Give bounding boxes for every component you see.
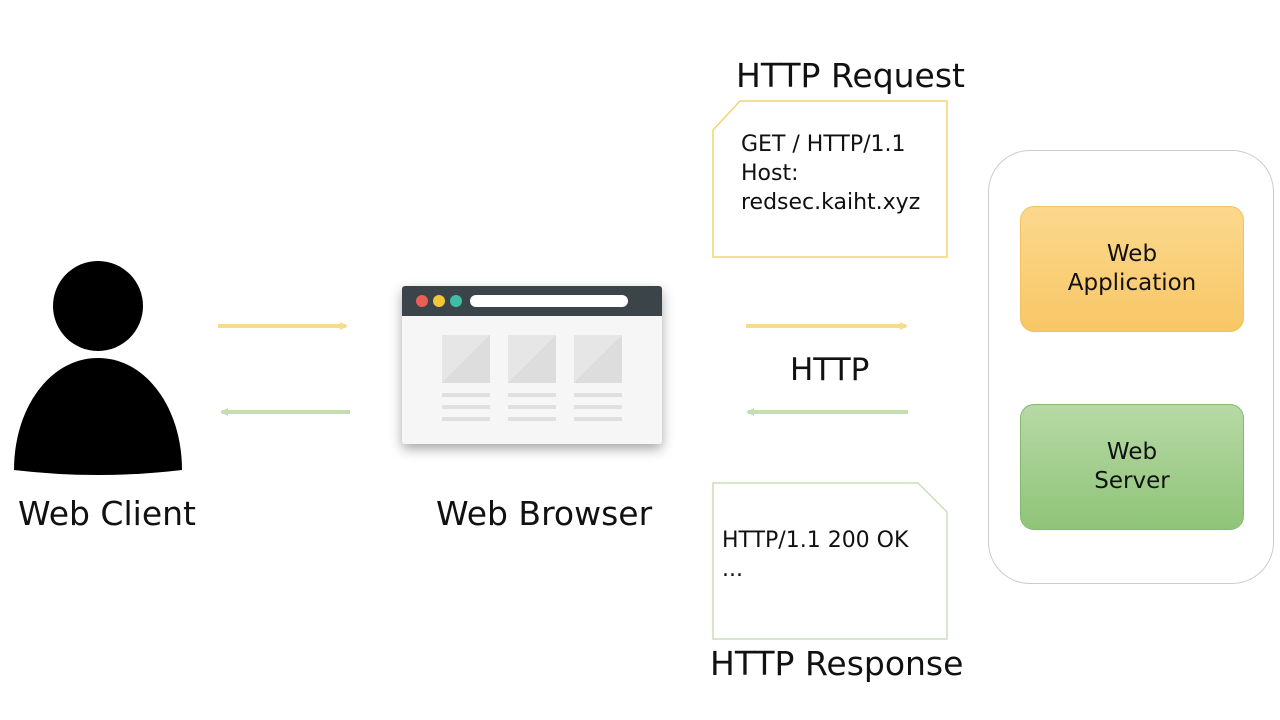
request-text: GET / HTTP/1.1 Host: redsec.kaiht.xyz bbox=[741, 130, 920, 217]
response-text: HTTP/1.1 200 OK ... bbox=[722, 526, 908, 584]
web-server-label-line1: Web bbox=[1106, 439, 1158, 465]
close-dot-icon bbox=[416, 295, 428, 307]
content-line bbox=[508, 393, 556, 397]
content-tile bbox=[442, 335, 490, 383]
minimize-dot-icon bbox=[433, 295, 445, 307]
http-response-note: HTTP/1.1 200 OK ... bbox=[712, 482, 948, 640]
response-ellipsis: ... bbox=[722, 557, 743, 582]
content-line bbox=[574, 417, 622, 421]
http-label: HTTP bbox=[790, 352, 870, 388]
content-line bbox=[442, 417, 490, 421]
http-request-note: GET / HTTP/1.1 Host: redsec.kaiht.xyz bbox=[712, 100, 948, 258]
http-response-title: HTTP Response bbox=[710, 644, 964, 683]
content-tile bbox=[508, 335, 556, 383]
content-tile bbox=[574, 335, 622, 383]
web-server-label-line2: Server bbox=[1094, 468, 1170, 494]
note-shape bbox=[712, 482, 948, 640]
request-line: GET / HTTP/1.1 bbox=[741, 132, 906, 157]
request-host-value: redsec.kaiht.xyz bbox=[741, 190, 921, 215]
web-application-block: Web Application bbox=[1020, 206, 1244, 332]
content-line bbox=[574, 405, 622, 409]
web-application-label-line2: Application bbox=[1067, 270, 1197, 296]
web-server-block: Web Server bbox=[1020, 404, 1244, 530]
web-browser-label: Web Browser bbox=[436, 494, 653, 533]
http-request-title: HTTP Request bbox=[736, 56, 965, 95]
web-application-label-line1: Web bbox=[1106, 241, 1158, 267]
maximize-dot-icon bbox=[450, 295, 462, 307]
content-line bbox=[508, 405, 556, 409]
response-status-line: HTTP/1.1 200 OK bbox=[722, 528, 909, 553]
browser-window-icon bbox=[402, 286, 662, 444]
content-line bbox=[442, 405, 490, 409]
person-icon bbox=[14, 261, 182, 475]
content-line bbox=[508, 417, 556, 421]
request-host-line: Host: bbox=[741, 161, 799, 186]
note-shape bbox=[712, 100, 948, 258]
content-line bbox=[442, 393, 490, 397]
content-line bbox=[574, 393, 622, 397]
address-bar bbox=[470, 295, 628, 307]
web-client-label: Web Client bbox=[18, 494, 196, 533]
